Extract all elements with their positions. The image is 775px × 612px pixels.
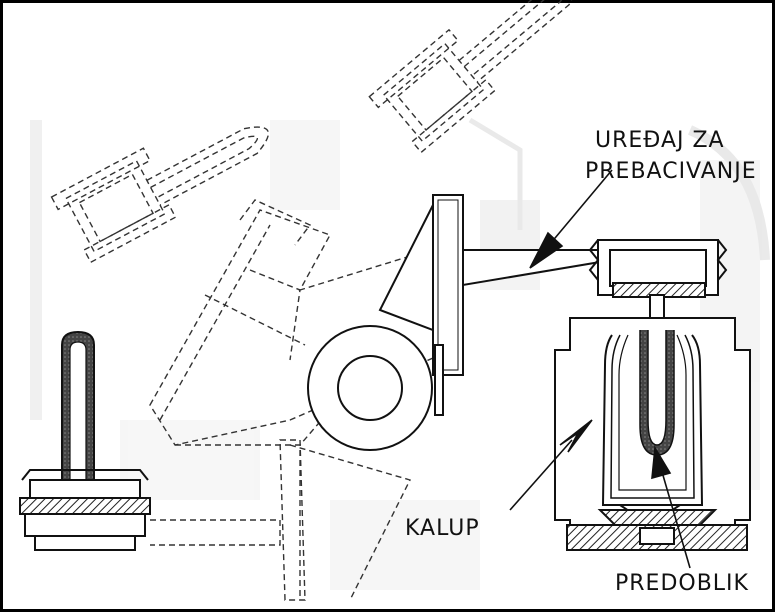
drive-wheel bbox=[307, 325, 444, 451]
label-transfer-line2: PREBACIVANJE bbox=[585, 159, 757, 184]
preform-station-left bbox=[19, 330, 151, 551]
preform-in-mold bbox=[639, 330, 675, 456]
label-transfer-line1: UREĐAJ ZA bbox=[595, 128, 725, 153]
label-mold: KALUP bbox=[405, 516, 480, 541]
leader-lines bbox=[509, 169, 691, 569]
label-preform: PREDOBLIK bbox=[615, 571, 749, 596]
